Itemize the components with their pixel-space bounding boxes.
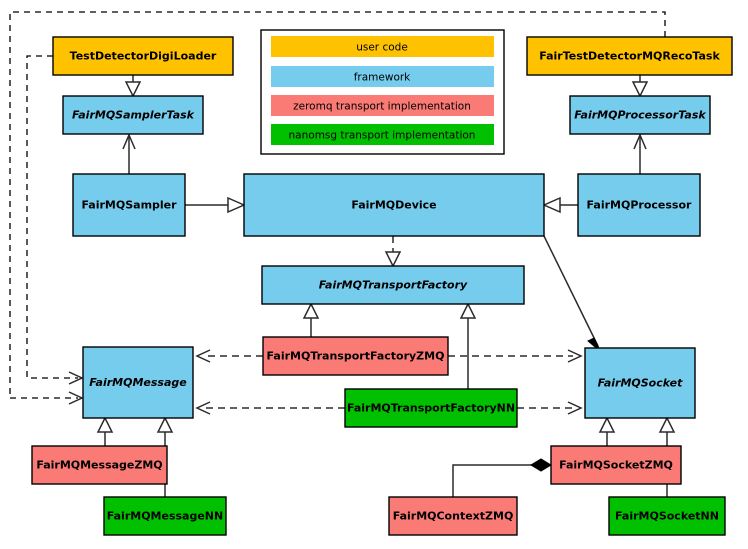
- class-box-FairMQSampler[interactable]: FairMQSampler: [72, 173, 186, 237]
- edge-device-transportfactory: [384, 236, 402, 268]
- class-box-label: FairMQTransportFactoryZMQ: [267, 350, 445, 363]
- legend-swatch-user-code: [271, 36, 494, 57]
- edge-tfnn-transportfactory: [459, 302, 477, 389]
- class-box-FairMQProcessorTask[interactable]: FairMQProcessorTask: [569, 95, 711, 135]
- legend-label-zeromq: zeromq transport implementation: [293, 101, 471, 113]
- legend-item-framework: framework: [271, 66, 494, 87]
- legend-swatch-nanomsg: [271, 124, 494, 145]
- class-box-FairMQTransportFactory[interactable]: FairMQTransportFactory: [261, 265, 525, 305]
- class-box-FairMQSocket[interactable]: FairMQSocket: [584, 347, 696, 419]
- edge-tfnn-message: [195, 401, 345, 415]
- class-box-label: FairMQTransportFactory: [319, 279, 468, 292]
- class-box-label: FairMQSamplerTask: [72, 109, 195, 122]
- class-box-label: FairTestDetectorMQRecoTask: [539, 50, 720, 63]
- edge-digiloader-samplertask: [124, 75, 142, 98]
- edge-recotask-processortask: [631, 75, 649, 98]
- class-box-label: FairMQDevice: [351, 199, 436, 212]
- edge-tfzmq-message: [195, 349, 263, 363]
- edge-contextzmq-socketzmq: [452, 458, 552, 497]
- class-box-rect: [52, 36, 234, 76]
- dependency-frame-outer: [9, 11, 666, 399]
- edge-socketzmq-socket: [598, 416, 616, 446]
- class-box-label: FairMQContextZMQ: [393, 510, 514, 523]
- edge-layer: [96, 75, 676, 497]
- class-box-rect: [569, 95, 711, 135]
- class-box-label: FairMQProcessor: [587, 199, 692, 212]
- class-box-label: FairMQMessageNN: [107, 510, 223, 523]
- class-box-rect: [72, 173, 186, 237]
- class-box-FairMQSocketZMQ[interactable]: FairMQSocketZMQ: [550, 445, 682, 485]
- class-box-label: FairMQMessage: [89, 376, 187, 389]
- class-box-TestDetectorDigiLoader[interactable]: TestDetectorDigiLoader: [52, 36, 234, 76]
- class-box-label: FairMQProcessorTask: [574, 109, 706, 122]
- edge-messagezmq-message: [96, 416, 114, 446]
- class-box-rect: [608, 496, 726, 536]
- class-box-FairMQMessageNN[interactable]: FairMQMessageNN: [103, 496, 227, 536]
- class-box-rect: [584, 347, 696, 419]
- class-box-rect: [243, 173, 545, 237]
- class-box-label: FairMQTransportFactoryNN: [347, 402, 515, 415]
- class-box-FairTestDetectorMQRecoTask[interactable]: FairTestDetectorMQRecoTask: [526, 36, 733, 76]
- legend-swatch-framework: [271, 66, 494, 87]
- class-box-rect: [344, 388, 518, 428]
- class-box-rect: [550, 445, 682, 485]
- class-box-rect: [261, 265, 525, 305]
- edge-processor-device: [542, 196, 578, 214]
- legend-item-nanomsg: nanomsg transport implementation: [271, 124, 494, 145]
- class-box-FairMQDevice[interactable]: FairMQDevice: [243, 173, 545, 237]
- class-box-FairMQSocketNN[interactable]: FairMQSocketNN: [608, 496, 726, 536]
- class-box-FairMQSamplerTask[interactable]: FairMQSamplerTask: [62, 95, 204, 135]
- edge-sampler-samplertask: [122, 133, 136, 174]
- class-box-rect: [388, 496, 518, 536]
- class-box-FairMQProcessor[interactable]: FairMQProcessor: [577, 173, 701, 237]
- class-box-rect: [82, 346, 194, 419]
- class-box-FairMQContextZMQ[interactable]: FairMQContextZMQ: [388, 496, 518, 536]
- edge-tfzmq-socket: [448, 349, 583, 363]
- edge-tfnn-socket: [517, 401, 583, 415]
- legend-item-zeromq: zeromq transport implementation: [271, 95, 494, 116]
- edge-tfzmq-transportfactory: [302, 302, 320, 337]
- class-box-FairMQTransportFactoryNN[interactable]: FairMQTransportFactoryNN: [344, 388, 518, 428]
- edge-processor-processortask: [633, 133, 647, 174]
- class-box-rect: [62, 95, 204, 135]
- class-box-label: TestDetectorDigiLoader: [70, 50, 217, 63]
- class-box-label: FairMQSocketNN: [615, 510, 719, 523]
- legend-label-nanomsg: nanomsg transport implementation: [289, 130, 476, 142]
- class-box-FairMQMessage[interactable]: FairMQMessage: [82, 346, 194, 419]
- dependency-frame-inner: [26, 55, 78, 379]
- legend-swatch-zeromq: [271, 95, 494, 116]
- class-box-rect: [262, 336, 449, 376]
- class-box-label: FairMQSocket: [598, 377, 684, 390]
- legend-item-user-code: user code: [271, 36, 494, 57]
- class-box-rect: [103, 496, 227, 536]
- class-box-rect: [577, 173, 701, 237]
- legend: user code framework zeromq transport imp…: [260, 29, 505, 155]
- legend-label-framework: framework: [354, 72, 411, 84]
- class-box-label: FairMQSocketZMQ: [559, 459, 673, 472]
- class-box-rect: [31, 445, 168, 485]
- class-box-rect: [526, 36, 733, 76]
- class-box-FairMQTransportFactoryZMQ[interactable]: FairMQTransportFactoryZMQ: [262, 336, 449, 376]
- edge-sampler-device: [185, 196, 246, 214]
- class-box-label: FairMQSampler: [81, 199, 177, 212]
- class-box-FairMQMessageZMQ[interactable]: FairMQMessageZMQ: [31, 445, 168, 485]
- dependency-frame-arrowheads: [68, 371, 84, 405]
- legend-label-user-code: user code: [356, 42, 408, 54]
- class-box-label: FairMQMessageZMQ: [36, 459, 162, 472]
- class-node-layer: TestDetectorDigiLoader FairTestDetectorMQ…: [31, 36, 733, 536]
